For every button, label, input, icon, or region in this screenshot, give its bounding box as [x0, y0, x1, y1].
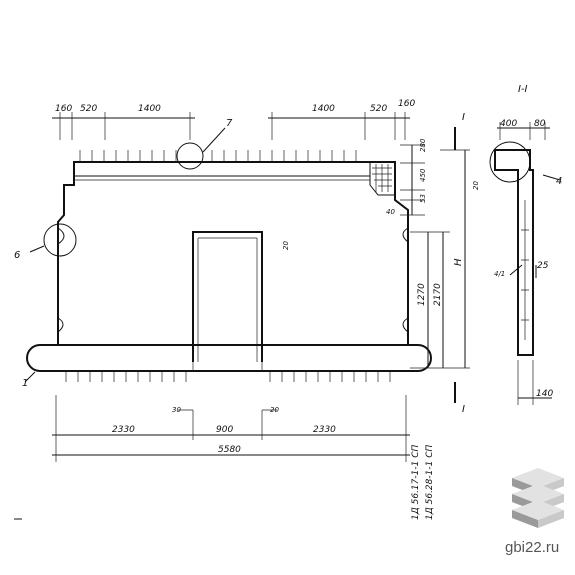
dim-40: 40	[386, 208, 395, 216]
dim-53: 53	[419, 194, 427, 203]
dim-bottom-total: 5580	[218, 445, 241, 455]
dim-H: H	[453, 258, 464, 266]
bottom-dimension-lines	[52, 395, 410, 462]
panel-outline	[26, 161, 432, 372]
dim-section-25: 25	[537, 261, 549, 271]
dim-opening-top-20: 20	[282, 241, 290, 250]
dim-2170: 2170	[433, 283, 443, 306]
mark-2: 1Д 56.28-1-1 СП	[425, 445, 435, 520]
section-view	[489, 122, 561, 405]
section-label: I-I	[518, 84, 528, 95]
dim-280: 280	[419, 138, 427, 152]
dim-section-20: 20	[472, 181, 480, 190]
dim-section-80: 80	[534, 119, 546, 129]
detail-circle-7	[176, 142, 204, 170]
section-mark-bottom: I	[462, 404, 465, 415]
top-rebar-ticks	[79, 150, 357, 162]
dim-top-160-left: 160	[55, 104, 72, 114]
corner-hatch-detail	[369, 161, 396, 196]
dim-section-400: 400	[500, 119, 517, 129]
top-dimension-chain	[52, 112, 410, 140]
callout-6: 6	[14, 250, 20, 261]
dim-bottom-900: 900	[216, 425, 233, 435]
dim-bottom-2330-right: 2330	[313, 425, 336, 435]
dim-top-160-right: 160	[398, 99, 415, 109]
callout-4-1: 4/1	[494, 270, 505, 278]
detail-circle-6	[43, 223, 77, 257]
dim-bottom-2330-left: 2330	[112, 425, 135, 435]
bottom-rebar-ticks	[65, 371, 391, 382]
watermark-text: gbi22.ru	[505, 539, 559, 556]
dim-opening-left-30: 30	[172, 406, 181, 414]
dim-top-1400-right: 1400	[312, 104, 335, 114]
dim-top-520-right: 520	[370, 104, 387, 114]
dim-opening-right-20: 20	[270, 406, 279, 414]
watermark-logo	[512, 468, 564, 528]
dim-top-520-left: 520	[80, 104, 97, 114]
dim-1270: 1270	[417, 283, 427, 306]
callout-1: 1	[22, 378, 28, 389]
dim-section-140: 140	[536, 389, 553, 399]
embedded-details	[24, 127, 409, 383]
dim-top-1400-left: 1400	[138, 104, 161, 114]
callout-7: 7	[226, 118, 233, 129]
callout-4: 4	[556, 176, 562, 187]
dim-450: 450	[419, 168, 427, 182]
right-dimension-lines	[400, 127, 470, 403]
mark-1: 1Д 56.17-1-1 СП	[411, 445, 421, 520]
section-mark-top: I	[462, 112, 465, 123]
